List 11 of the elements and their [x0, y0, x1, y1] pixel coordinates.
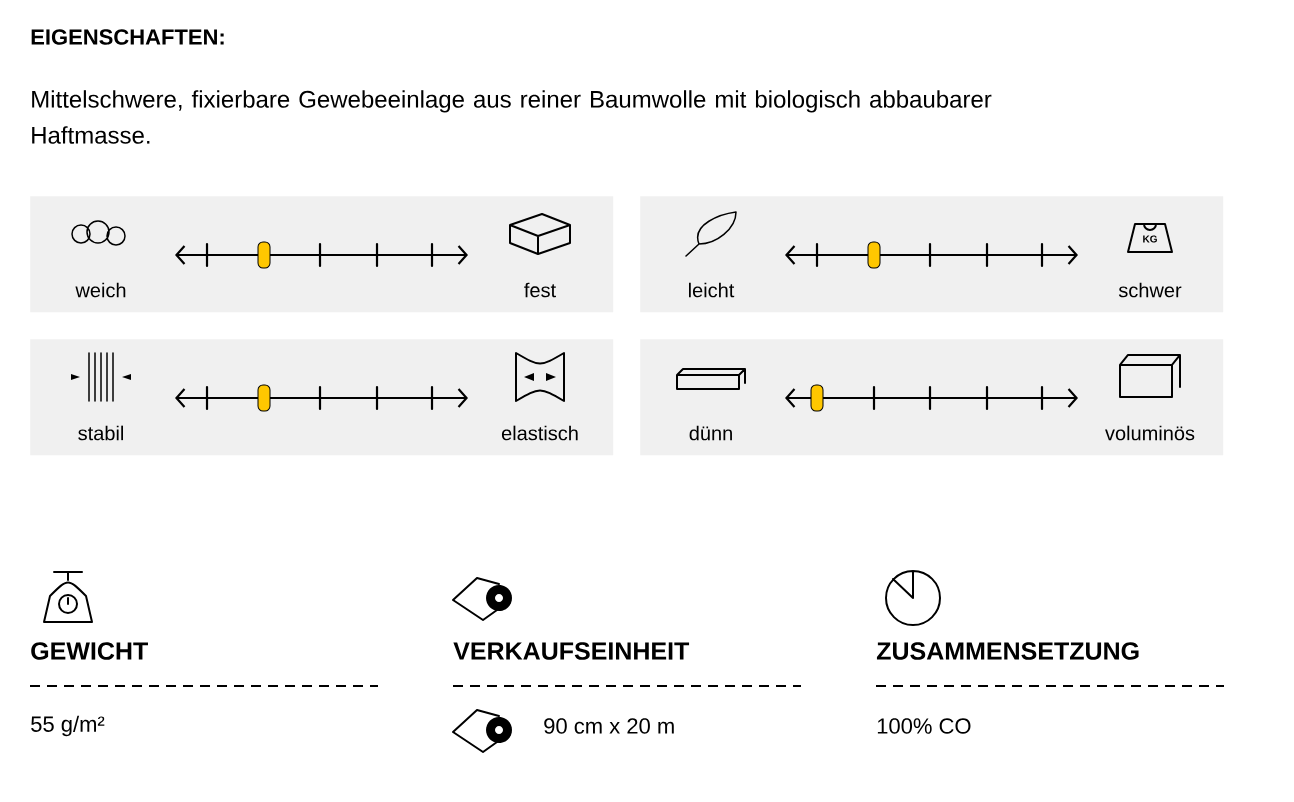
value-text: 90 cm x 20 m: [544, 718, 674, 734]
scale-panel: weich fest: [30, 196, 614, 313]
section-heading: GEWICHT: [31, 642, 148, 660]
section-heading: VERKAUFSEINHEIT: [453, 642, 690, 660]
heading: EIGENSCHAFTEN:: [31, 29, 224, 45]
description-text: Mittelschwere, fixierbare Gewebeeinlage aus reiner Baumwolle mit biologisch abbaubarer Haftmasse.: [32, 90, 992, 144]
scale-panel: dünn voluminös: [640, 339, 1224, 456]
value-text: 100% CO: [877, 718, 971, 734]
value-text: 55 g/m²: [31, 715, 105, 737]
scale-panel: stabil elastisch: [30, 339, 614, 456]
section-heading: ZUSAMMENSETZUNG: [876, 642, 1139, 660]
